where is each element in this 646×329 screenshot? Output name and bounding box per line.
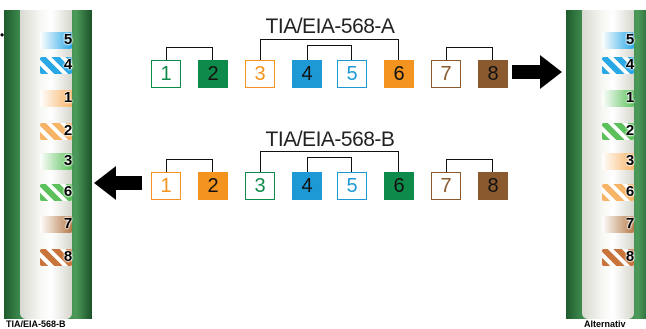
- left-connector-wire-5: [40, 32, 72, 49]
- right-connector-wire-8: [602, 249, 634, 266]
- right-connector-wire-5: [602, 32, 634, 49]
- right-connector-pin-label-7: 7: [625, 215, 635, 232]
- pair-bracket-a-78: [446, 47, 493, 60]
- pair-bracket-a-45: [307, 45, 352, 60]
- left-connector-pin-label-2: 2: [63, 122, 73, 139]
- arrow-right-icon: [512, 55, 562, 89]
- standard-b-title: TIA/EIA-568-B: [265, 128, 395, 151]
- right-connector-pin-label-4: 4: [625, 56, 635, 73]
- right-connector-pin-label-1: 1: [625, 89, 635, 106]
- right-connector: 5 4 1 2 3 6 7 8: [566, 10, 646, 319]
- standard-b-pin-7: 7: [431, 172, 461, 200]
- standard-a-pin-8: 8: [478, 60, 508, 88]
- left-connector-wire-6: [40, 184, 72, 201]
- standard-b-pin-3: 3: [245, 172, 275, 200]
- left-connector-pin-label-5: 5: [63, 31, 73, 48]
- bullet-marker: •: [0, 28, 5, 42]
- right-connector-wire-1: [602, 90, 634, 107]
- standard-a-title: TIA/EIA-568-A: [265, 15, 395, 38]
- pair-bracket-b-36: [260, 151, 399, 172]
- right-connector-wire-2: [602, 123, 634, 140]
- left-connector-wire-1: [40, 90, 72, 107]
- standard-a-pin-3: 3: [245, 60, 275, 88]
- left-connector-wire-3: [40, 153, 72, 170]
- left-connector-wire-7: [40, 216, 72, 233]
- left-connector-plug: 5 4 1 2 3 6 7 8: [20, 10, 72, 319]
- left-connector-wire-2: [40, 123, 72, 140]
- right-connector-plug: 5 4 1 2 3 6 7 8: [582, 10, 634, 319]
- pair-bracket-b-78: [446, 159, 493, 172]
- left-connector-pin-label-3: 3: [63, 152, 73, 169]
- left-connector-wire-8: [40, 249, 72, 266]
- left-connector-pin-label-4: 4: [63, 56, 73, 73]
- left-connector-caption: TIA/EIA-568-B: [6, 319, 66, 329]
- right-connector-wire-7: [602, 216, 634, 233]
- left-connector-wire-4: [40, 57, 72, 74]
- left-connector: 5 4 1 2 3 6 7 8: [4, 10, 92, 319]
- standard-a-pin-6: 6: [384, 60, 414, 88]
- pair-bracket-b-12: [166, 159, 213, 172]
- arrow-left-icon: [94, 166, 142, 200]
- right-connector-pin-label-3: 3: [625, 152, 635, 169]
- pair-bracket-a-36: [260, 39, 399, 60]
- right-connector-wire-6: [602, 184, 634, 201]
- standard-b-pin-1: 1: [151, 172, 181, 200]
- standard-a-pin-1: 1: [151, 60, 181, 88]
- right-connector-caption: Alternativ: [584, 319, 626, 329]
- standard-a-pin-2: 2: [198, 60, 228, 88]
- left-connector-pin-label-7: 7: [63, 215, 73, 232]
- right-connector-wire-4: [602, 57, 634, 74]
- pair-bracket-b-45: [307, 157, 352, 172]
- left-connector-pin-label-6: 6: [63, 183, 73, 200]
- standard-b-pin-4: 4: [292, 172, 322, 200]
- standard-a-pin-4: 4: [292, 60, 322, 88]
- standard-b-pin-5: 5: [337, 172, 367, 200]
- right-connector-pin-label-2: 2: [625, 122, 635, 139]
- standard-a-pin-7: 7: [431, 60, 461, 88]
- pair-bracket-a-12: [166, 47, 213, 60]
- standard-b-pin-6: 6: [384, 172, 414, 200]
- left-connector-pin-label-1: 1: [63, 89, 73, 106]
- right-connector-pin-label-6: 6: [625, 183, 635, 200]
- standard-b-pin-8: 8: [478, 172, 508, 200]
- right-connector-pin-label-5: 5: [625, 31, 635, 48]
- right-connector-pin-label-8: 8: [625, 248, 635, 265]
- right-connector-wire-3: [602, 153, 634, 170]
- left-connector-pin-label-8: 8: [63, 248, 73, 265]
- standard-a-pin-5: 5: [337, 60, 367, 88]
- standard-b-pin-2: 2: [198, 172, 228, 200]
